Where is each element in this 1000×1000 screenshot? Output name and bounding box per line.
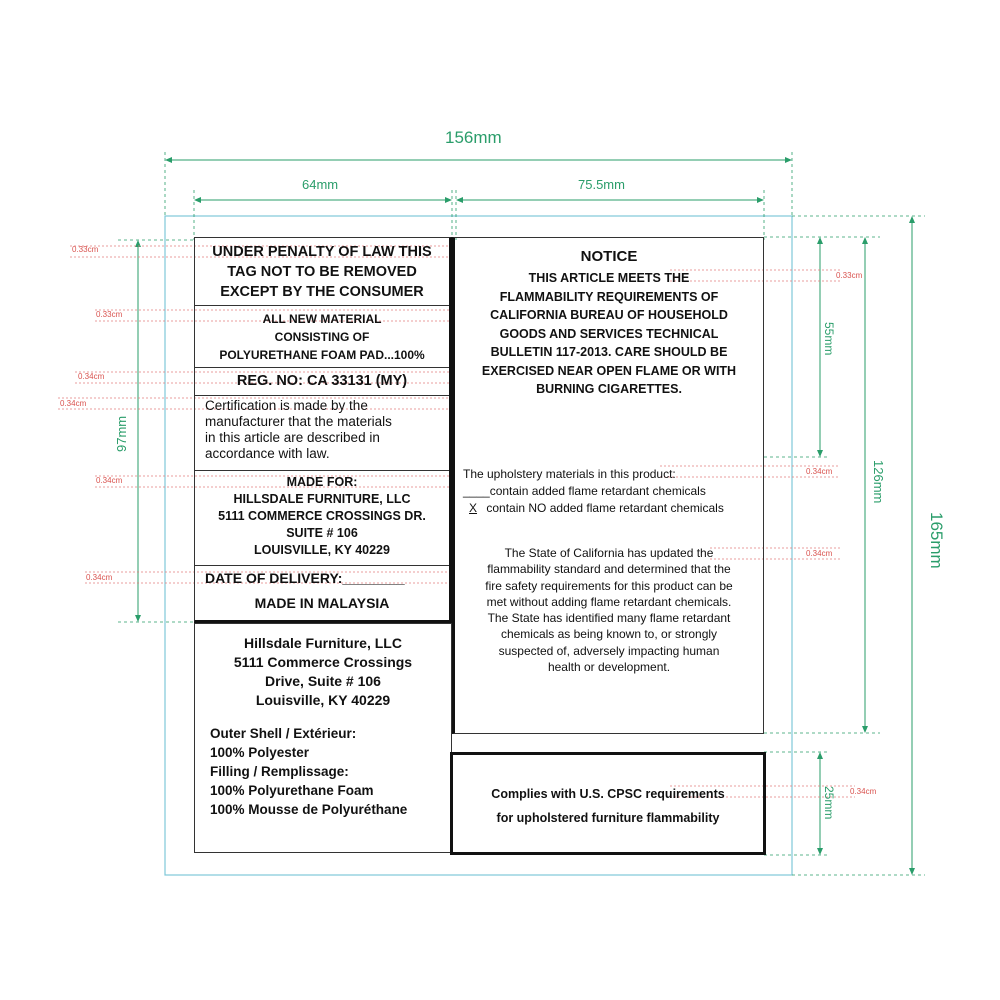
cpsc-compliance-box: Complies with U.S. CPSC requirements for… [450,752,766,855]
dim-label-total-height: 165mm [927,512,946,569]
dim-label-right-width: 75.5mm [578,177,625,192]
divider [195,395,449,396]
spacing-label: 0.33cm [72,245,99,254]
spacing-label: 0.34cm [60,399,87,408]
law-label: UNDER PENALTY OF LAW THIS TAG NOT TO BE … [194,237,452,623]
spacing-label: 0.34cm [96,476,123,485]
checked-mark: X [469,501,478,515]
divider [195,367,449,368]
dim-label-right-height: 126mm [871,460,886,504]
divider [195,305,449,306]
dim-label-total-width: 156mm [445,128,502,147]
dim-label-complies-height: 25mm [822,786,836,820]
cpsc-compliance-text: Complies with U.S. CPSC requirements for… [491,787,725,825]
material-content: ALL NEW MATERIAL CONSISTING OF POLYURETH… [219,312,425,362]
notice-label: NOTICE THIS ARTICLE MEETS THE FLAMMABILI… [452,237,764,734]
dim-label-left-height: 97mm [114,415,129,452]
spacing-label: 0.33cm [836,271,863,280]
company-address: Hillsdale Furniture, LLC 5111 Commerce C… [233,635,413,708]
notice-title: NOTICE [580,248,638,265]
fabric-contents: Outer Shell / Extérieur: 100% Polyester … [210,726,408,817]
dim-label-left-width: 64mm [302,177,339,192]
state-statement: The State of California has updated the … [485,546,733,675]
spacing-label: 0.34cm [86,573,113,582]
dim-label-notice-height: 55mm [822,322,836,356]
spacing-label: 0.33cm [96,310,123,319]
spacing-label: 0.34cm [78,372,105,381]
divider [195,565,449,566]
reg-number: REG. NO: CA 33131 (MY) [236,373,408,389]
upholstery-disclosure: The upholstery materials in this product… [463,466,763,517]
spacing-label: 0.34cm [806,549,833,558]
penalty-warning: UNDER PENALTY OF LAW THIS TAG NOT TO BE … [212,244,432,300]
company-label: Hillsdale Furniture, LLC 5111 Commerce C… [194,623,452,853]
notice-body: THIS ARTICLE MEETS THE FLAMMABILITY REQU… [481,271,737,396]
certification-text: Certification is made by the manufacture… [205,398,392,461]
divider [195,470,449,471]
made-in-country: MADE IN MALAYSIA [254,595,390,611]
outer-frame [164,215,793,876]
option-no-added: X contain NO added flame retardant chemi… [463,500,763,517]
spacing-label: 0.34cm [806,467,833,476]
date-of-delivery: DATE OF DELIVERY:________ [205,570,405,586]
spacing-label: 0.34cm [850,787,877,796]
made-for-address: MADE FOR: HILLSDALE FURNITURE, LLC 5111 … [218,475,426,557]
